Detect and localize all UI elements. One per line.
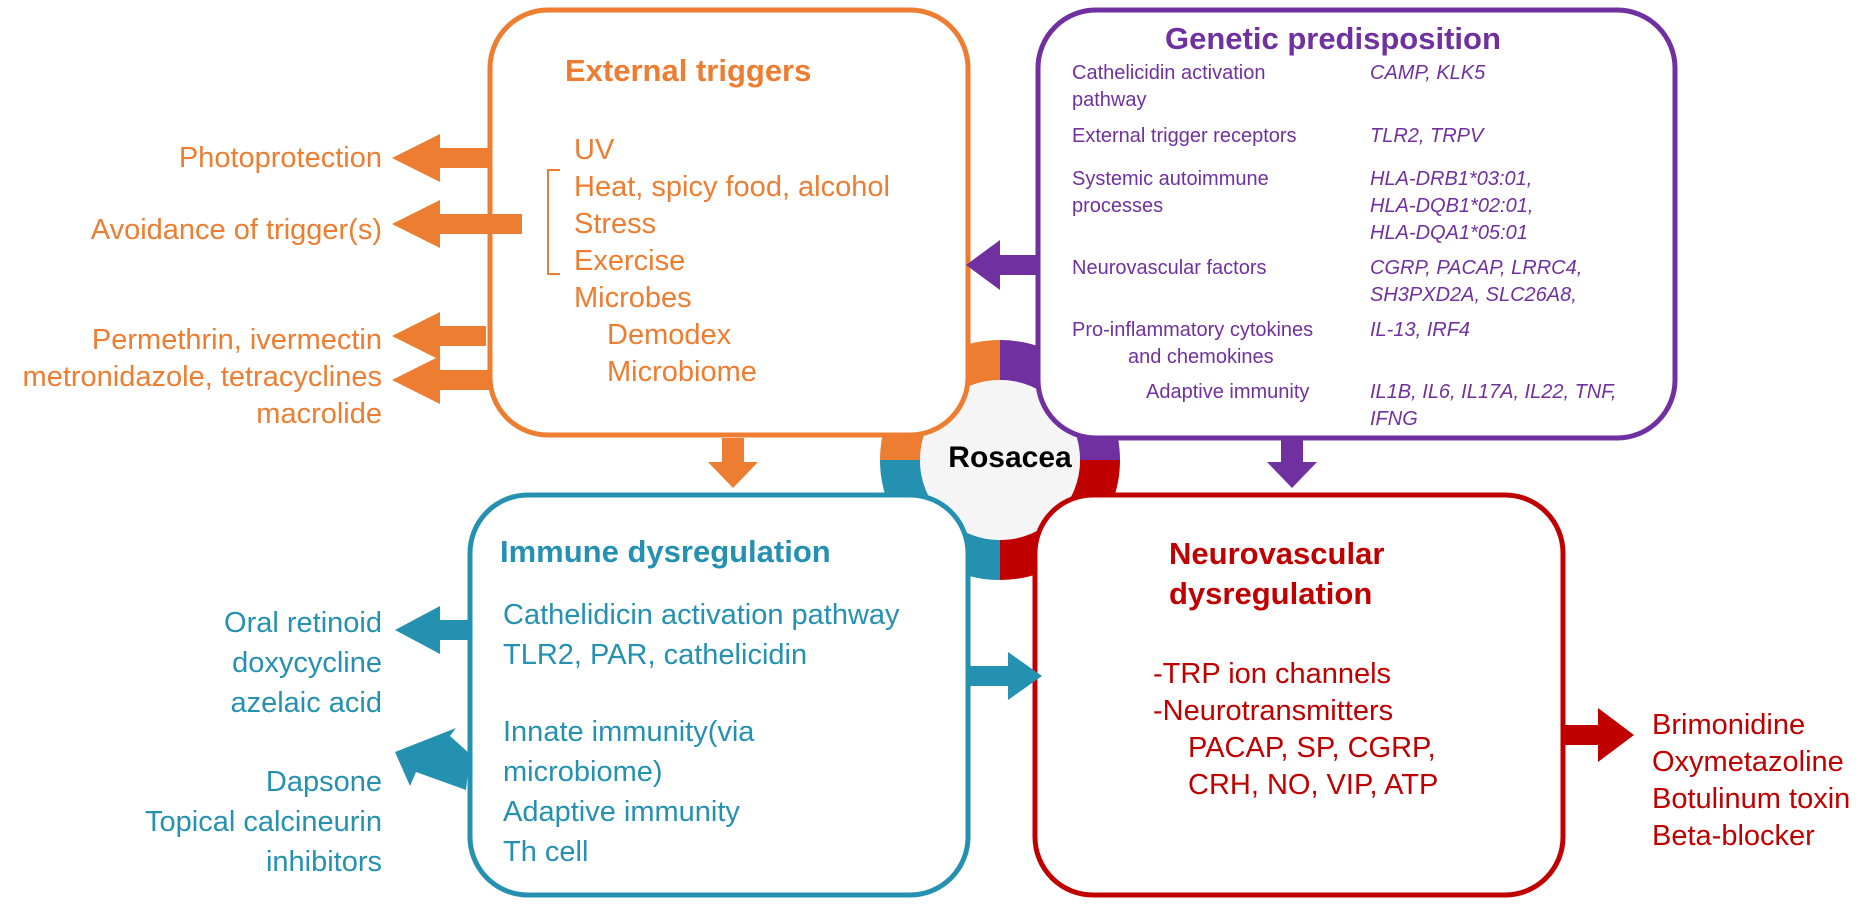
- treatment-permethrin: Permethrin, ivermectin: [91, 324, 382, 356]
- genetic-box: [1035, 7, 1678, 441]
- genetic-row-genes: IFNG: [1370, 408, 1418, 430]
- external-title: External triggers: [565, 53, 812, 88]
- ring-center: [920, 380, 1080, 540]
- immune-line: Cathelidicin activation pathway: [503, 599, 900, 631]
- arrow-dapsone: [395, 728, 470, 790]
- arrow-permethrin: [392, 312, 486, 360]
- genetic-row-label: Pro-inflammatory cytokines: [1072, 319, 1314, 341]
- immune-line: TLR2, PAR, cathelicidin: [503, 639, 808, 671]
- treatment-beta-blocker: Beta-blocker: [1652, 820, 1815, 852]
- arrow-genetic-to-external: [966, 240, 1036, 290]
- genetic-row-label: pathway: [1072, 89, 1147, 111]
- neuro-line: CRH, NO, VIP, ATP: [1188, 769, 1439, 801]
- genetic-row-label: Neurovascular factors: [1072, 257, 1267, 279]
- genetic-row-genes: HLA-DQA1*05:01: [1370, 222, 1528, 244]
- arrow-oral-retinoid: [395, 606, 470, 654]
- immune-line: Innate immunity(via: [503, 716, 755, 748]
- arrow-external-to-immune: [708, 438, 758, 488]
- treatment-botulinum: Botulinum toxin: [1652, 783, 1851, 815]
- trigger-bracket: [547, 169, 560, 275]
- genetic-row-label: Systemic autoimmune: [1072, 168, 1269, 190]
- genetic-title: Genetic predisposition: [1165, 21, 1501, 56]
- treatment-brimonidine: Brimonidine: [1652, 709, 1806, 741]
- genetic-row-label: and chemokines: [1128, 346, 1274, 368]
- genetic-row-genes: IL-13, IRF4: [1370, 319, 1471, 341]
- neuro-title-2: dysregulation: [1169, 576, 1373, 611]
- treatment-calcineurin-2: inhibitors: [265, 846, 382, 878]
- treatment-photoprotection: Photoprotection: [178, 142, 382, 174]
- treatment-metronidazole: metronidazole, tetracyclines: [22, 361, 382, 393]
- neuro-line: PACAP, SP, CGRP,: [1188, 732, 1436, 764]
- treatment-dapsone: Dapsone: [265, 766, 382, 798]
- neuro-line: -Neurotransmitters: [1153, 695, 1394, 727]
- genetic-row-genes: CAMP, KLK5: [1370, 62, 1486, 84]
- treatment-calcineurin: Topical calcineurin: [145, 806, 382, 838]
- external-subitem-microbiome: Microbiome: [607, 356, 757, 388]
- external-item-heat: Heat, spicy food, alcohol: [574, 171, 890, 203]
- genetic-row-genes: CGRP, PACAP, LRRC4,: [1370, 257, 1583, 279]
- genetic-row-label: Cathelicidin activation: [1072, 62, 1266, 84]
- external-item-uv: UV: [574, 134, 615, 166]
- genetic-row-label: processes: [1072, 195, 1164, 217]
- immune-line: Adaptive immunity: [503, 796, 740, 828]
- treatment-oxymetazoline: Oxymetazoline: [1652, 746, 1844, 778]
- neuro-title-1: Neurovascular: [1169, 536, 1385, 571]
- genetic-row-genes: SH3PXD2A, SLC26A8,: [1370, 284, 1577, 306]
- genetic-row-label: Adaptive immunity: [1146, 381, 1310, 403]
- neuro-box: [1032, 492, 1566, 898]
- immune-line: microbiome): [503, 756, 663, 788]
- immune-line: Th cell: [503, 836, 589, 868]
- arrow-photoprotection: [392, 134, 490, 182]
- genetic-row-genes: HLA-DQB1*02:01,: [1370, 195, 1534, 217]
- genetic-row-genes: TLR2, TRPV: [1370, 125, 1484, 147]
- arrow-immune-to-neuro: [968, 652, 1042, 700]
- external-item-exercise: Exercise: [574, 245, 686, 277]
- genetic-row-genes: IL1B, IL6, IL17A, IL22, TNF,: [1370, 381, 1617, 403]
- immune-title: Immune dysregulation: [500, 534, 831, 569]
- arrow-metronidazole: [392, 356, 490, 404]
- arrow-genetic-to-neuro: [1267, 438, 1317, 488]
- external-subitem-demodex: Demodex: [607, 319, 732, 351]
- arrow-neuro-treatments: [1563, 708, 1634, 762]
- treatment-azelaic-acid: azelaic acid: [230, 687, 382, 719]
- treatment-avoidance: Avoidance of trigger(s): [90, 214, 382, 246]
- arrow-avoidance: [392, 200, 522, 248]
- treatment-doxycycline: doxycycline: [232, 647, 382, 679]
- genetic-row-label: External trigger receptors: [1072, 125, 1297, 147]
- treatment-oral-retinoid: Oral retinoid: [224, 607, 382, 639]
- neuro-line: -TRP ion channels: [1153, 658, 1392, 690]
- treatment-macrolide: macrolide: [256, 398, 382, 430]
- external-item-stress: Stress: [574, 208, 657, 240]
- external-item-microbes: Microbes: [574, 282, 692, 314]
- immune-box: [467, 492, 971, 898]
- genetic-row-genes: HLA-DRB1*03:01,: [1370, 168, 1533, 190]
- center-label: Rosacea: [948, 441, 1072, 474]
